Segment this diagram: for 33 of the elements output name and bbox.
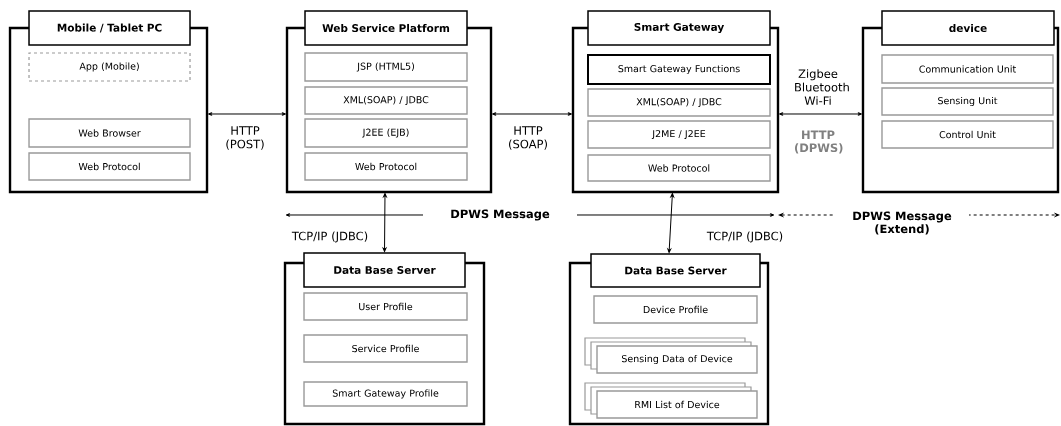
layer-box: Device Profile bbox=[593, 295, 758, 324]
layer-box: Sensing Unit bbox=[881, 87, 1054, 116]
edge-label: Zigbee Bluetooth Wi-Fi bbox=[792, 67, 849, 107]
edge-label: TCP/IP (JDBC) bbox=[288, 229, 372, 245]
arrow bbox=[779, 112, 862, 116]
layer-box: JSP (HTML5) bbox=[304, 52, 468, 82]
layer-box: Web Protocol bbox=[587, 154, 771, 182]
arrow bbox=[492, 112, 572, 116]
layer-box: User Profile bbox=[303, 292, 468, 321]
layer-box: Smart Gateway Functions bbox=[587, 54, 771, 85]
edge-label: HTTP (POST) bbox=[218, 124, 272, 152]
layer-box: XML(SOAP) / JDBC bbox=[587, 88, 771, 117]
edge-label: HTTP (SOAP) bbox=[501, 124, 555, 152]
layer-box: App (Mobile) bbox=[28, 52, 191, 82]
message-label: DPWS Message (Extend) bbox=[835, 209, 969, 237]
layer-box: Web Protocol bbox=[28, 152, 191, 181]
edge-label: TCP/IP (JDBC) bbox=[703, 229, 787, 245]
arrow bbox=[208, 112, 286, 116]
message-label: DPWS Message bbox=[423, 207, 577, 223]
layer-box: Service Profile bbox=[303, 334, 468, 363]
arrow bbox=[667, 193, 675, 253]
layer-box: J2ME / J2EE bbox=[587, 120, 771, 149]
protocol-label: HTTP (DPWS) bbox=[792, 128, 844, 156]
layer-box: Communication Unit bbox=[881, 54, 1054, 84]
arrow bbox=[382, 193, 387, 252]
layer-box: Smart Gateway Profile bbox=[303, 381, 468, 407]
stacked-data-box: RMI List of Device bbox=[584, 382, 758, 419]
layer-box: J2EE (EJB) bbox=[304, 118, 468, 148]
layer-box: Web Protocol bbox=[304, 152, 468, 181]
layer-box: Web Browser bbox=[28, 118, 191, 148]
stacked-data-box: Sensing Data of Device bbox=[584, 337, 758, 374]
layer-box: Control Unit bbox=[881, 120, 1054, 149]
layer-box: XML(SOAP) / JDBC bbox=[304, 86, 468, 115]
